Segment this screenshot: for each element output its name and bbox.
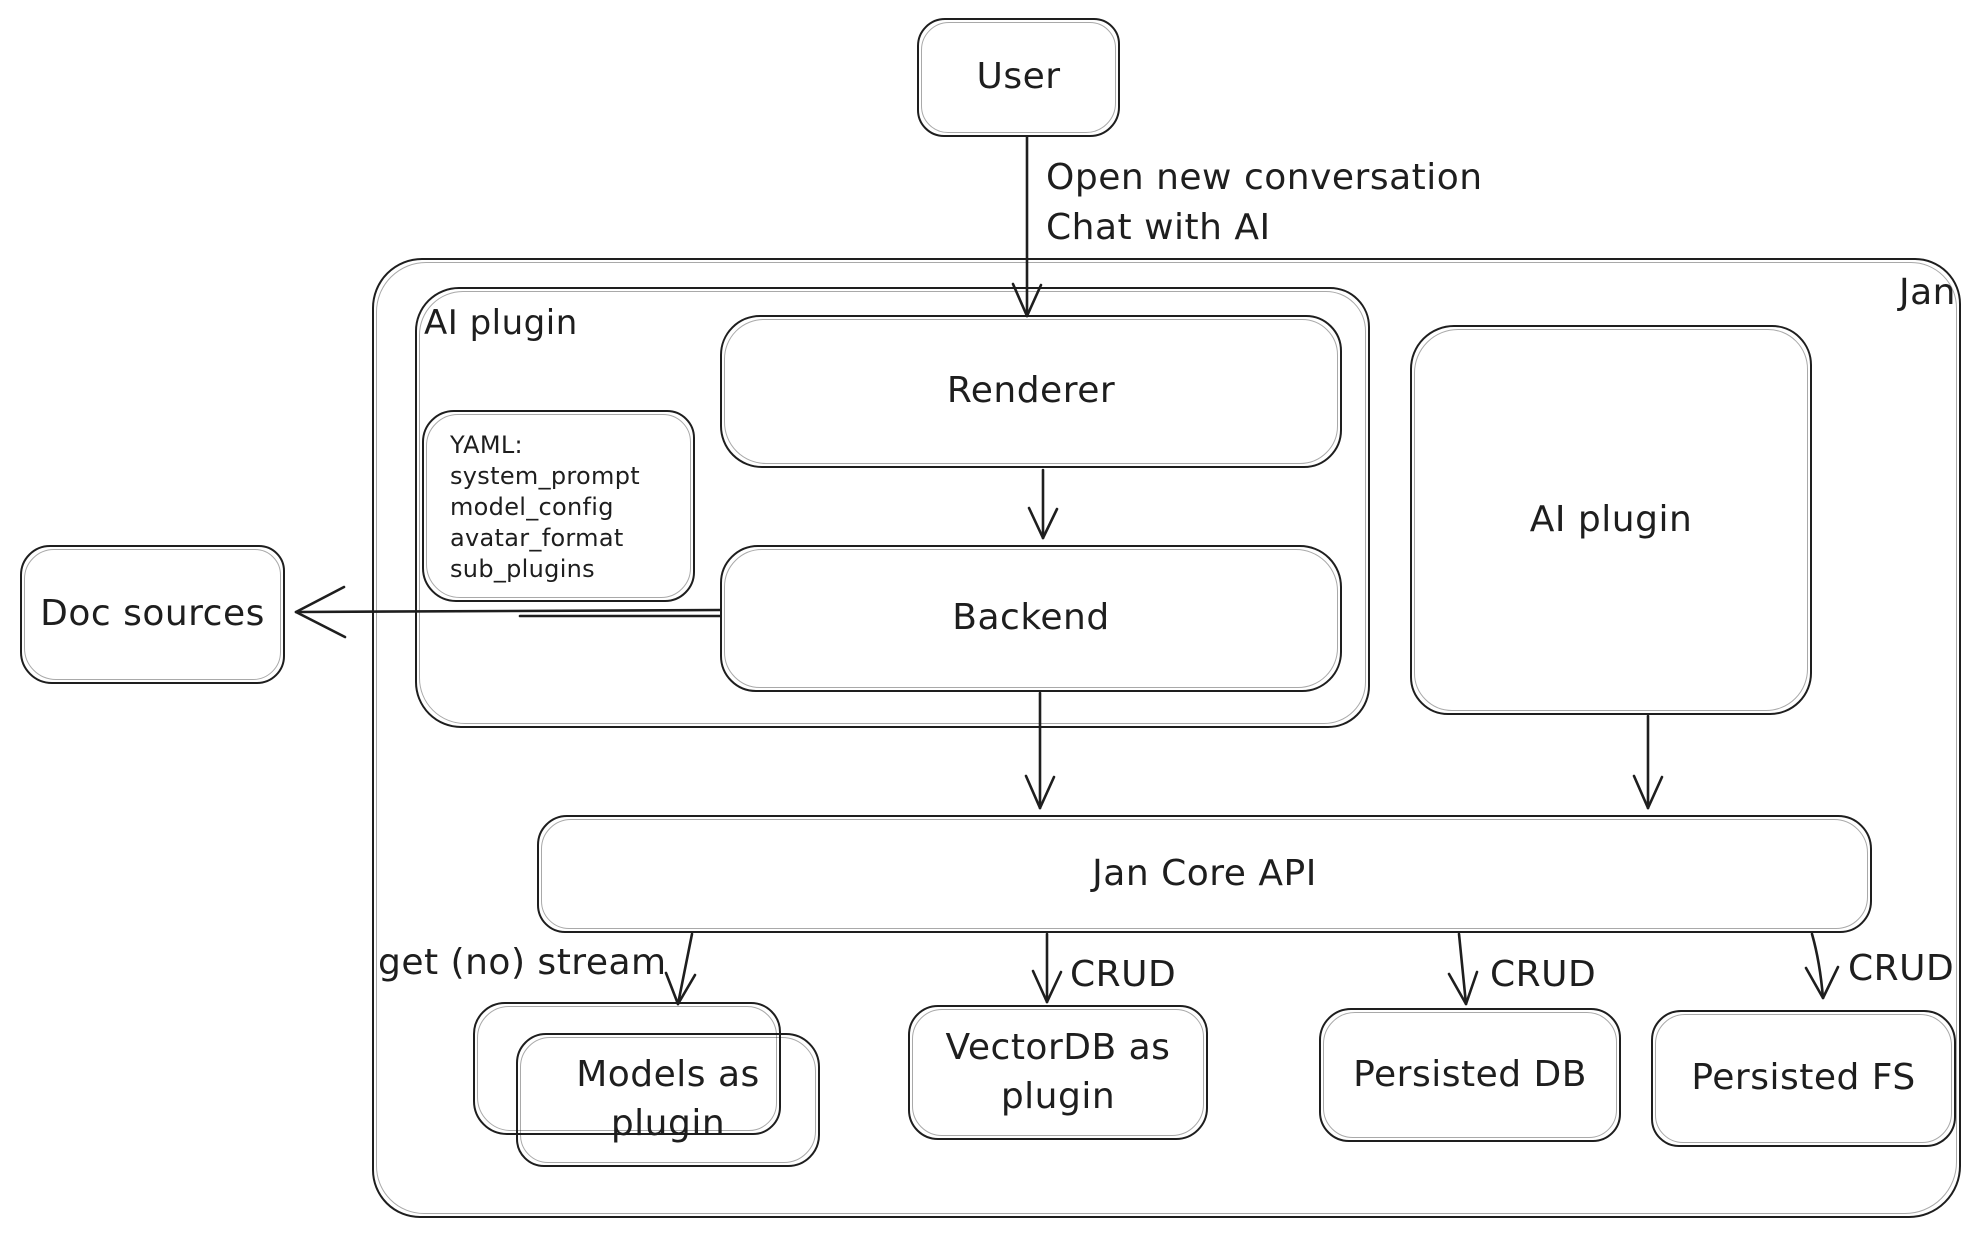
node-vectordb-as-plugin-label: VectorDB as plugin xyxy=(910,1007,1206,1138)
node-ai-plugin-right: AI plugin xyxy=(1410,325,1812,715)
yaml-note-line: sub_plugins xyxy=(450,555,595,583)
node-renderer: Renderer xyxy=(720,315,1342,468)
node-models-as-plugin-line1: Models as xyxy=(576,1054,760,1096)
edge-label-crud-vectordb: CRUD xyxy=(1070,954,1177,995)
node-jan-core-api-label: Jan Core API xyxy=(1092,852,1317,894)
node-persisted-db-label: Persisted DB xyxy=(1353,1053,1587,1095)
edge-label-get-no-stream: get (no) stream xyxy=(378,942,667,983)
node-models-as-plugin-outer xyxy=(473,1002,781,1135)
node-user: User xyxy=(917,18,1120,137)
container-ai-plugin-left xyxy=(415,287,1370,728)
node-persisted-db: Persisted DB xyxy=(1319,1008,1621,1142)
container-ai-plugin-left-label: AI plugin xyxy=(424,303,578,343)
yaml-note-line: avatar_format xyxy=(450,524,624,552)
yaml-note-line: system_prompt xyxy=(450,462,640,490)
edge-label-crud-persisted-db: CRUD xyxy=(1490,954,1597,995)
node-renderer-label: Renderer xyxy=(946,370,1116,412)
node-doc-sources-label: Doc sources xyxy=(40,593,265,635)
node-doc-sources: Doc sources xyxy=(20,545,285,684)
node-vectordb-as-plugin: VectorDB as plugin xyxy=(908,1005,1208,1140)
node-vectordb-as-plugin-line1: VectorDB as xyxy=(945,1026,1171,1068)
node-ai-plugin-right-label: AI plugin xyxy=(1529,498,1693,540)
edge-label-crud-persisted-fs: CRUD xyxy=(1848,948,1955,989)
node-backend-label: Backend xyxy=(952,597,1110,639)
node-persisted-fs-label: Persisted FS xyxy=(1691,1057,1916,1099)
yaml-note-line: YAML: xyxy=(450,431,523,459)
node-persisted-fs: Persisted FS xyxy=(1651,1010,1956,1147)
node-models-as-plugin-line2: plugin xyxy=(610,1103,726,1144)
node-user-label: User xyxy=(976,56,1061,98)
container-jan-label: Jan xyxy=(1899,272,1956,313)
yaml-note-line: model_config xyxy=(450,493,614,521)
node-models-as-plugin-label: Models as plugin xyxy=(518,1035,818,1165)
container-jan xyxy=(372,258,1961,1218)
edge-label-open-conversation: Open new conversation xyxy=(1046,157,1483,198)
node-models-as-plugin: Models as plugin xyxy=(516,1033,820,1167)
node-jan-core-api: Jan Core API xyxy=(537,815,1872,933)
node-yaml-note: YAML: system_prompt model_config avatar_… xyxy=(422,410,695,602)
yaml-note-text: YAML: system_prompt model_config avatar_… xyxy=(450,430,640,585)
edge-label-chat-with-ai: Chat with AI xyxy=(1046,207,1271,249)
edge-label-user-to-renderer: Open new conversation Chat with AI xyxy=(1046,153,1483,254)
node-vectordb-as-plugin-line2: plugin xyxy=(1000,1075,1116,1117)
node-backend: Backend xyxy=(720,545,1342,692)
